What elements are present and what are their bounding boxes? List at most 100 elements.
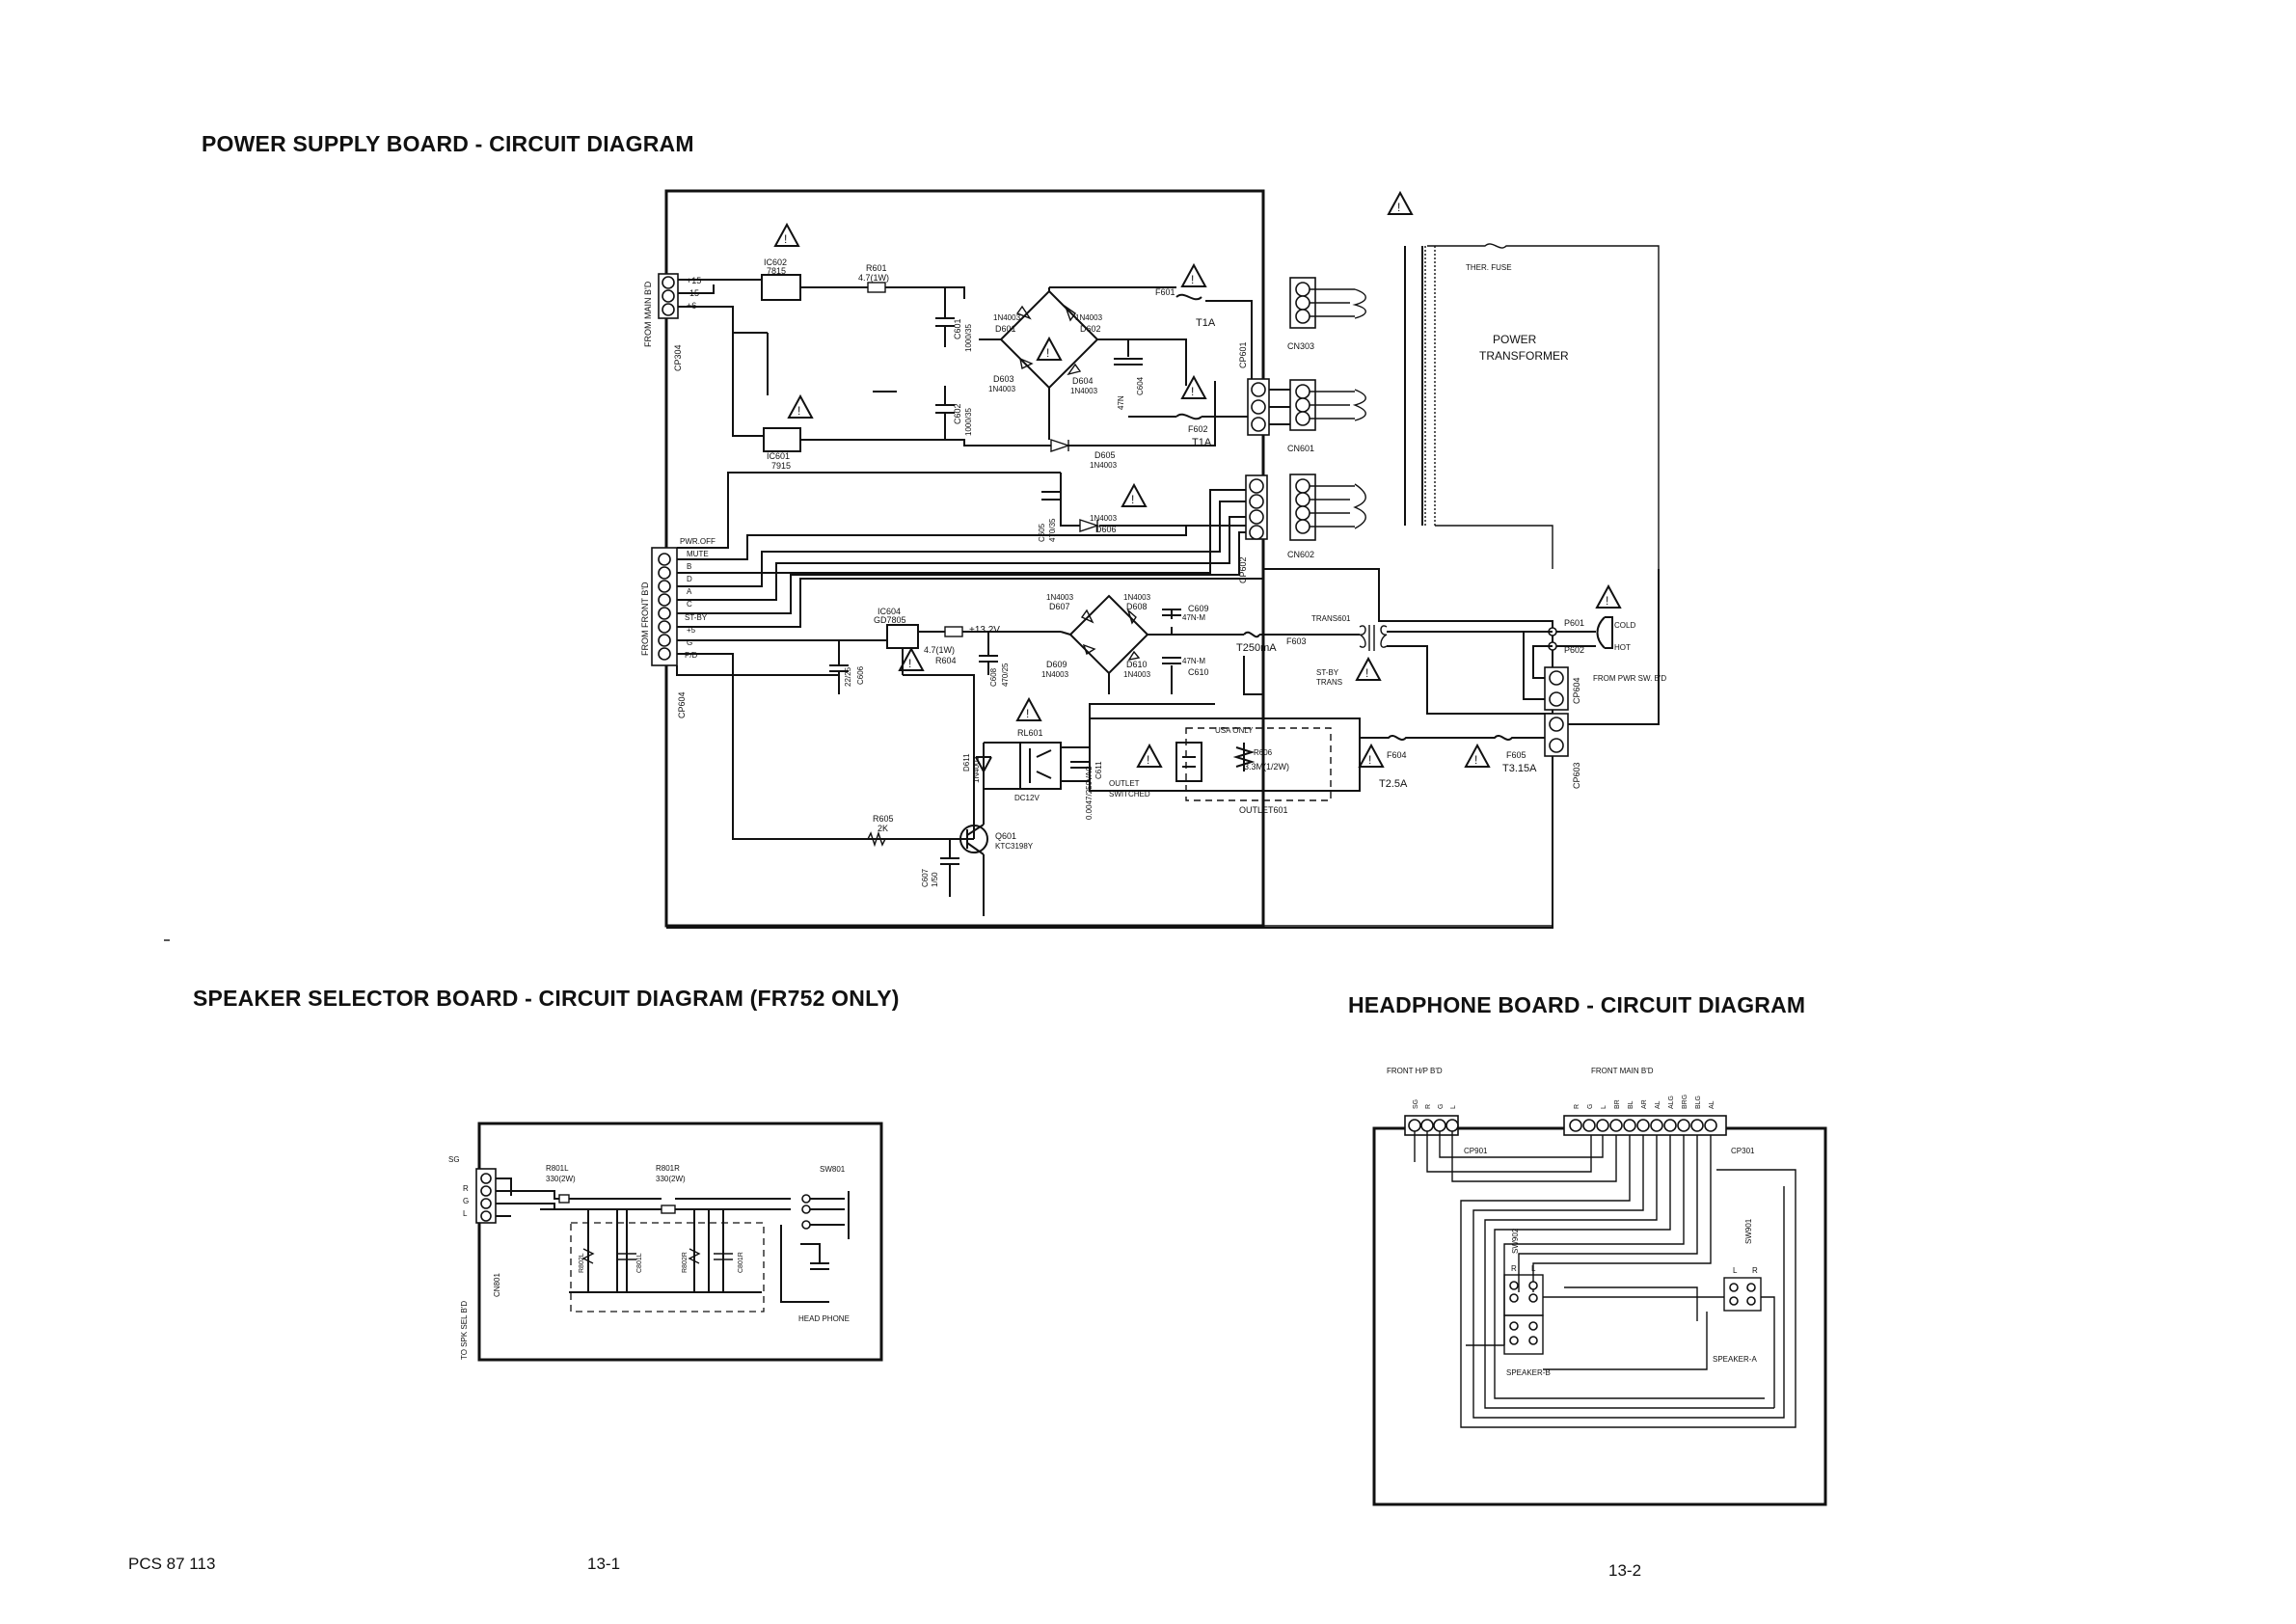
d611-label: D611 (962, 753, 971, 771)
q601-transistor: Q601 KTC3198Y (959, 824, 1034, 855)
from-front-label: FROM FRONT B'D (640, 582, 650, 656)
d610-type: 1N4003 (1123, 670, 1151, 679)
c607-label: C607 (921, 868, 930, 887)
cold-label: COLD (1614, 621, 1635, 630)
from-main-label: FROM MAIN B'D (643, 281, 653, 347)
q601-label: Q601 (995, 831, 1016, 841)
warning-icon: ! (1464, 743, 1491, 768)
cp301-pin-label: AL (1709, 1100, 1715, 1109)
cp602-label: CP602 (1238, 556, 1248, 583)
d603-label: D603 (993, 374, 1014, 384)
warning-icon: ! (1180, 374, 1207, 399)
sg-label: SG (448, 1155, 460, 1164)
cp301-pin-label: BL (1628, 1100, 1634, 1109)
thermal-fuse-label: THER. FUSE (1466, 263, 1512, 272)
d609-label: D609 (1046, 660, 1067, 669)
svg-text:!: ! (1131, 493, 1134, 506)
d606-type: 1N4003 (1090, 514, 1118, 523)
c801r-label: C801R (738, 1252, 744, 1273)
c606-label: C606 (856, 665, 865, 685)
c602-label: C602 (953, 403, 962, 424)
warning-icon: ! (1015, 696, 1042, 721)
c801l-label: C801L (636, 1253, 643, 1273)
front-hp-label: FRONT H/P B'D (1387, 1067, 1443, 1075)
warning-icon: ! (1136, 743, 1163, 768)
d609-type: 1N4003 (1041, 670, 1069, 679)
r802r-label: R802R (682, 1252, 689, 1273)
power-supply-diagram: +15 -15 +6 CP304 FROM MAIN B'D IC602 781… (640, 189, 1666, 929)
d605-type: 1N4003 (1090, 461, 1118, 470)
c610-label: C610 (1188, 667, 1209, 677)
outlet601-label: OUTLET601 (1239, 805, 1288, 815)
cp301-pin-label: BLG (1695, 1096, 1702, 1109)
sw902-label: SW902 (1511, 1228, 1520, 1254)
c611-label: C611 (1094, 761, 1103, 779)
cp304-connector: +15 -15 +6 CP304 FROM MAIN B'D (643, 273, 701, 371)
front-pin-label: +5 (687, 626, 696, 635)
front-pin-label: D (687, 575, 692, 583)
warning-icon: ! (898, 646, 925, 671)
cp604-left-label: CP604 (677, 691, 687, 718)
cp301-pin-label: ALG (1668, 1096, 1675, 1109)
cp301-pin-label: BRG (1682, 1095, 1688, 1109)
ic604 (886, 624, 919, 649)
page-number-right: 13-2 (1608, 1561, 1642, 1580)
front-pin-label: G (687, 638, 692, 647)
r802l-label: R802L (579, 1253, 585, 1273)
c609-label: C609 (1188, 604, 1209, 613)
r801l-value: 330(2W) (546, 1175, 576, 1183)
warning-icon: ! (1121, 482, 1148, 507)
d604-type: 1N4003 (1070, 387, 1098, 395)
cp901-label: CP901 (1464, 1147, 1488, 1155)
d606-label: D606 (1095, 525, 1117, 534)
r801l-label: R801L (546, 1164, 569, 1173)
cp601-connector: CP601 (1238, 341, 1270, 436)
warning-icon: ! (1180, 262, 1207, 287)
sw902-r-label: R (1511, 1264, 1517, 1273)
front-pin-label: B (687, 562, 691, 571)
transformer-label-2: TRANSFORMER (1479, 349, 1569, 363)
d607-type: 1N4003 (1046, 593, 1074, 602)
page-number-left: 13-1 (587, 1555, 621, 1573)
f601-value: T1A (1196, 317, 1216, 329)
cp301-label: CP301 (1731, 1147, 1755, 1155)
r601-label: R601 (866, 263, 887, 273)
f605-label: F605 (1506, 750, 1526, 760)
sw902-switch: SW902 R L SPEAKER-B (1503, 1228, 1551, 1377)
c610-value: 47N-M (1182, 657, 1205, 665)
bridge-rectifier-bottom: 1N4003 D607 1N4003 D608 D609 1N4003 D610… (1041, 593, 1151, 679)
r605-label: R605 (873, 814, 894, 824)
outlet-switched-label-2: SWITCHED (1109, 790, 1150, 798)
c605-value: 470/35 (1048, 518, 1057, 542)
ac-cord: COLD HOT (1596, 616, 1635, 652)
c601-label: C601 (953, 318, 962, 339)
speaker-a-label: SPEAKER-A (1713, 1355, 1757, 1364)
c602-value: 1000/35 (964, 408, 973, 436)
svg-text:!: ! (1397, 201, 1400, 214)
rl601-label: RL601 (1017, 728, 1043, 738)
cp304-label: CP304 (673, 344, 683, 371)
d603-type: 1N4003 (988, 385, 1016, 393)
cn601-label: CN601 (1287, 444, 1314, 453)
c601-value: 1000/35 (964, 324, 973, 352)
cp301-pin-label: R (1574, 1104, 1580, 1109)
ic602-type: 7815 (767, 266, 786, 276)
front-pin-label: MUTE (687, 550, 709, 558)
ic604-type: GD7805 (874, 615, 906, 625)
v13-label: +13.2V (969, 625, 1000, 636)
cp301-pin-label: L (1601, 1105, 1607, 1109)
sw902-l-label: L (1531, 1264, 1536, 1273)
cn303-label: CN303 (1287, 341, 1314, 351)
svg-text:!: ! (1365, 666, 1368, 680)
rl601-value: DC12V (1014, 794, 1040, 802)
d602-label: D602 (1080, 324, 1101, 334)
svg-text:!: ! (1368, 753, 1371, 767)
head-phone-label: HEAD PHONE (798, 1314, 850, 1323)
warning-icon: ! (1036, 336, 1063, 361)
cp604-right-label: CP604 (1572, 677, 1581, 704)
front-pin-label: C (687, 600, 692, 609)
front-pin-label: PWR.OFF (680, 537, 716, 546)
q601-type: KTC3198Y (995, 842, 1034, 851)
d607-label: D607 (1049, 602, 1070, 611)
cp301-pin-label: BR (1614, 1099, 1621, 1109)
